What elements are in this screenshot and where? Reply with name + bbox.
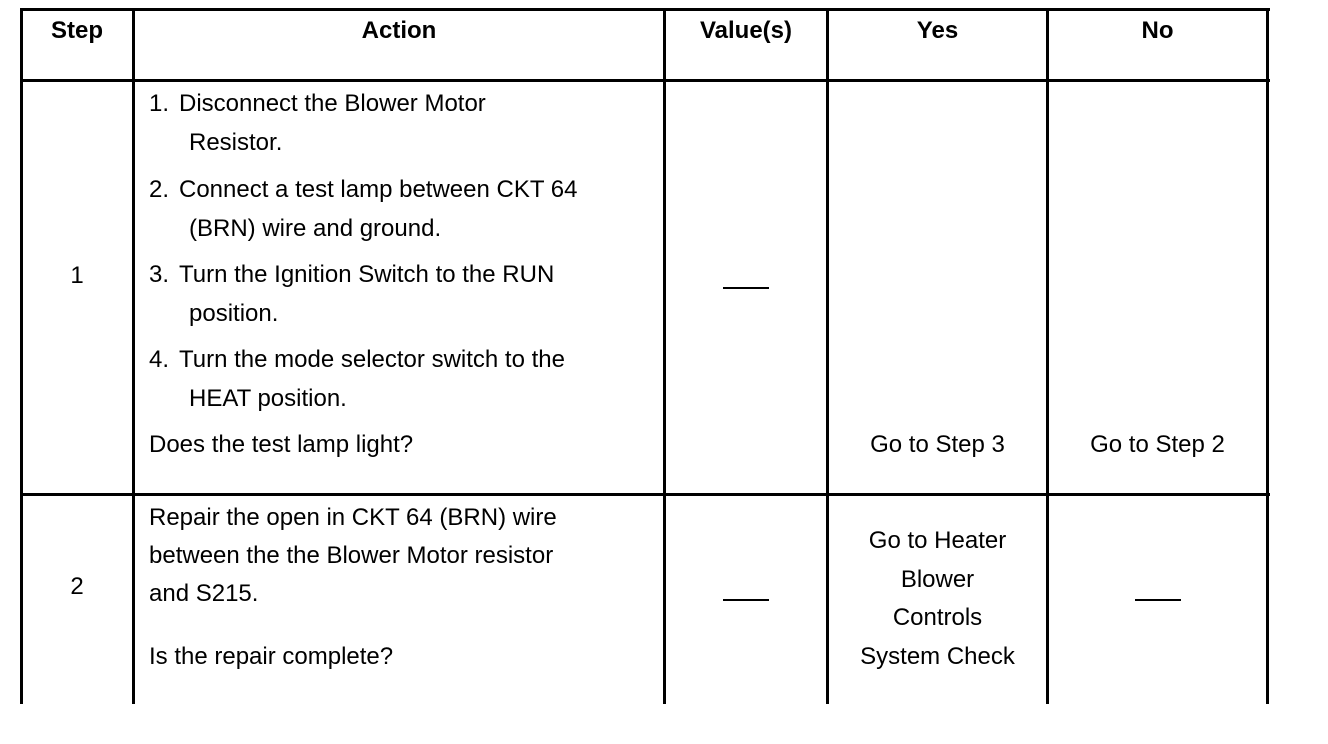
table-left-border <box>20 8 23 704</box>
no-outcome: Go to Step 2 <box>1090 431 1225 458</box>
action-question: Is the repair complete? <box>149 643 394 670</box>
values-empty-dash <box>723 287 769 289</box>
action-item-continuation: (BRN) wire and ground. <box>189 215 442 242</box>
action-question: Does the test lamp light? <box>149 431 414 458</box>
step-number: 2 <box>70 573 84 600</box>
values-empty-dash <box>723 599 769 601</box>
yes-outcome-line: Go to Heater <box>868 527 1007 554</box>
action-item-line: Connect a test lamp between CKT 64 <box>179 176 578 203</box>
header-divider <box>20 79 1270 82</box>
action-item-number: 4. <box>149 346 170 373</box>
step-number: 1 <box>70 262 84 289</box>
action-item-line: Turn the Ignition Switch to the RUN <box>179 261 555 288</box>
column-divider-action <box>663 8 666 704</box>
action-line: between the the Blower Motor resistor <box>149 542 554 569</box>
yes-outcome: Go to Step 3 <box>870 431 1005 458</box>
yes-outcome-line: System Check <box>860 643 1015 670</box>
no-empty-dash <box>1135 599 1181 601</box>
action-line: and S215. <box>149 580 259 607</box>
column-divider-step <box>132 8 135 704</box>
yes-outcome-line: Blower <box>900 566 975 593</box>
action-item-number: 1. <box>149 90 170 117</box>
action-item-continuation: HEAT position. <box>189 385 347 412</box>
column-divider-values <box>826 8 829 704</box>
row-divider <box>20 493 1270 496</box>
action-item-number: 3. <box>149 261 170 288</box>
column-divider-yes <box>1046 8 1049 704</box>
table-top-border <box>20 8 1270 11</box>
header-action: Action <box>361 17 437 44</box>
action-item-continuation: position. <box>189 300 279 327</box>
header-yes: Yes <box>916 17 959 44</box>
action-item-number: 2. <box>149 176 170 203</box>
action-line: Repair the open in CKT 64 (BRN) wire <box>149 504 557 531</box>
header-values: Value(s) <box>699 17 793 44</box>
action-item-line: Disconnect the Blower Motor <box>179 90 486 117</box>
action-item-line: Turn the mode selector switch to the <box>179 346 565 373</box>
header-step: Step <box>50 17 103 44</box>
header-no: No <box>1141 17 1174 44</box>
yes-outcome-line: Controls <box>892 604 983 631</box>
action-item-continuation: Resistor. <box>189 129 283 156</box>
table-right-border <box>1266 8 1269 704</box>
